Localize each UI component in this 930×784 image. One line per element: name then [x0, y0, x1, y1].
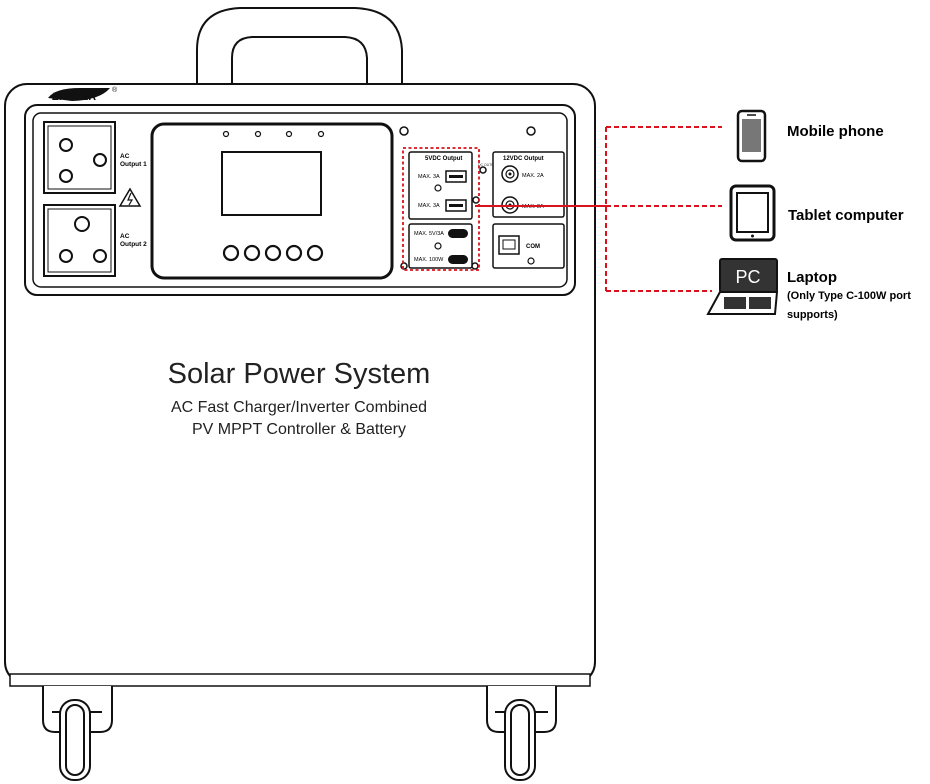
laptop-screen-text: PC — [735, 267, 760, 287]
display-button-3[interactable] — [264, 244, 282, 262]
vdc12-output-module: 12VDC Output MAX. 2A MAX. 2A — [492, 151, 565, 218]
device-title: Solar Power System — [168, 358, 431, 390]
vdc12-output-title: 12VDC Output — [503, 156, 544, 162]
lcd-screen — [221, 151, 322, 216]
tablet-icon — [729, 184, 776, 242]
body-bottom-strip — [9, 673, 591, 687]
tablet-label: Tablet computer — [788, 207, 904, 224]
device-subtitle-line2: PV MPPT Controller & Battery — [192, 421, 406, 438]
display-button-4[interactable] — [285, 244, 303, 262]
typec-2-label: MAX. 100W — [414, 257, 444, 263]
ac-output-2-socket — [43, 204, 116, 277]
display-buttons — [222, 244, 324, 262]
display-button-2[interactable] — [243, 244, 261, 262]
ac-output-2-label-line2: Output 2 — [120, 241, 147, 248]
ac-output-1-socket — [43, 121, 116, 194]
laptop-note-line2: supports) — [787, 309, 838, 321]
warning-triangle-icon — [118, 187, 142, 207]
usb-a2-label: MAX. 3A — [418, 203, 440, 209]
dc-output-small-label: DC OUTPUT — [478, 163, 499, 167]
laptop-icon: PC — [706, 258, 779, 315]
vdc5-output-title: 5VDC Output — [425, 156, 462, 162]
rj45-port-icon — [498, 235, 520, 255]
laptop-note-line1: (Only Type C-100W port — [787, 290, 911, 302]
type-c-module: MAX. 5V/3A MAX. 100W — [408, 223, 473, 269]
mobile-phone-icon — [736, 109, 767, 163]
device-subtitle-line1: AC Fast Charger/Inverter Combined — [171, 399, 427, 416]
carry-handle — [196, 7, 403, 84]
right-wheel — [486, 686, 557, 781]
display-button-1[interactable] — [222, 244, 240, 262]
usb-a1-label: MAX. 3A — [418, 174, 440, 180]
com-module: COM — [492, 223, 565, 269]
brand-registered-mark: ® — [112, 86, 118, 94]
left-wheel — [42, 686, 113, 781]
ac-output-2-label-line1: AC — [120, 233, 130, 240]
brand-logo: EPEVER ® — [48, 86, 118, 103]
brand-logo-text: EPEVER — [52, 91, 97, 103]
laptop-label: Laptop — [787, 269, 837, 286]
vdc5-output-module: 5VDC Output MAX. 3A MAX. 3A — [408, 151, 473, 220]
front-panel-inner — [32, 112, 568, 288]
type-c-port-2 — [448, 255, 468, 264]
typec-1-label: MAX. 5V/3A — [414, 231, 444, 237]
mobile-phone-label: Mobile phone — [787, 123, 884, 140]
ac-output-1-label-line2: Output 1 — [120, 161, 147, 168]
com-label: COM — [526, 244, 540, 250]
display-button-5[interactable] — [306, 244, 324, 262]
connection-lines — [475, 126, 722, 292]
dc-1-label: MAX. 2A — [522, 173, 544, 179]
type-c-port-1 — [448, 229, 468, 238]
ac-output-1-label-line1: AC — [120, 153, 130, 160]
